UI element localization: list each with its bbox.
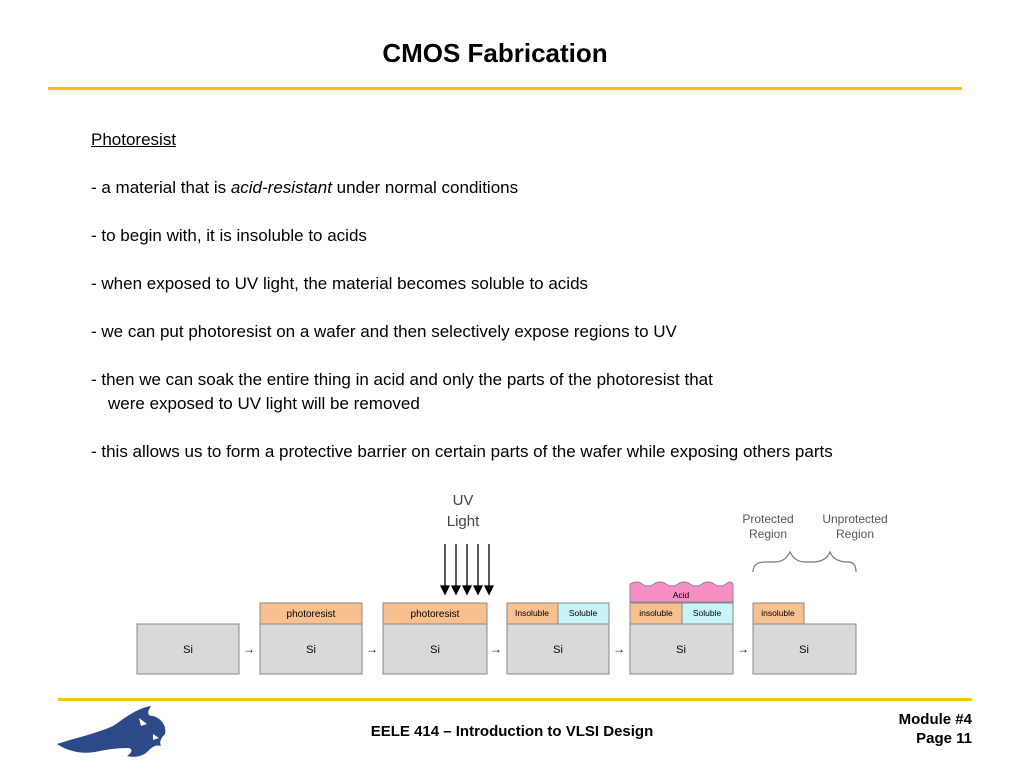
uv-label-line2: Light <box>447 513 480 530</box>
header-divider <box>48 87 962 90</box>
process-arrow-5: → <box>737 642 749 656</box>
section-heading: Photoresist <box>91 130 177 149</box>
svg-text:Soluble: Soluble <box>693 608 722 618</box>
si-block-1 <box>136 623 240 675</box>
slide-content: Photoresist - a material that is acid-re… <box>91 128 991 488</box>
si-block-3 <box>382 623 488 675</box>
slide-locator: Module #4 Page 11 <box>899 710 972 748</box>
acid-layer <box>629 581 734 603</box>
svg-text:Si: Si <box>306 644 316 656</box>
svg-text:Si: Si <box>553 644 563 656</box>
svg-text:Si: Si <box>183 644 193 656</box>
protected-label-line2: Region <box>749 527 787 541</box>
unprotected-brace <box>806 550 857 573</box>
uv-arrows <box>439 544 495 596</box>
uv-label-line1: UV <box>453 492 474 509</box>
svg-text:Si: Si <box>799 644 809 656</box>
si-block-4 <box>506 623 610 675</box>
svg-text:photoresist: photoresist <box>287 609 336 620</box>
protected-brace <box>752 550 806 573</box>
svg-text:Si: Si <box>676 644 686 656</box>
si-block-5 <box>629 623 734 675</box>
module-number: Module #4 <box>898 711 972 728</box>
svg-text:Insoluble: Insoluble <box>515 608 549 618</box>
svg-text:insoluble: insoluble <box>639 608 673 618</box>
svg-text:Soluble: Soluble <box>569 608 598 618</box>
course-title: EELE 414 – Introduction to VLSI Design <box>370 723 654 740</box>
svg-text:Si: Si <box>430 644 440 656</box>
protected-label-line1: Protected <box>742 512 793 526</box>
unprotected-label-line1: Unprotected <box>822 512 887 526</box>
process-arrow-1: → <box>243 642 255 656</box>
svg-text:insoluble: insoluble <box>761 608 795 618</box>
bullet-soluble-uv: - when exposed to UV light, the material… <box>91 274 589 293</box>
svg-text:photoresist: photoresist <box>411 609 460 620</box>
si-block-6 <box>752 623 857 675</box>
process-arrow-3: → <box>490 642 502 656</box>
bullet-protective-barrier: - this allows us to form a protective ba… <box>91 442 833 461</box>
svg-text:Acid: Acid <box>673 590 690 600</box>
unprotected-label-line2: Region <box>836 527 874 541</box>
page-title: CMOS Fabrication <box>382 38 608 68</box>
process-arrow-2: → <box>366 642 378 656</box>
bobcat-logo <box>57 706 166 757</box>
bullet-acid-resistant: - a material that is acid-resistant unde… <box>91 178 519 197</box>
footer-divider <box>58 698 972 701</box>
emphasis-acid-resistant: acid-resistant <box>230 178 332 197</box>
bullet-insoluble: - to begin with, it is insoluble to acid… <box>91 226 367 245</box>
photoresist-process-diagram: UV Light Protected Region Unprotected Re… <box>136 492 888 675</box>
process-arrow-4: → <box>613 642 625 656</box>
page-number: Page 11 <box>916 730 972 747</box>
bullet-soak-acid: - then we can soak the entire thing in a… <box>91 370 713 413</box>
si-block-2 <box>259 623 363 675</box>
bullet-expose-regions: - we can put photoresist on a wafer and … <box>91 322 677 341</box>
